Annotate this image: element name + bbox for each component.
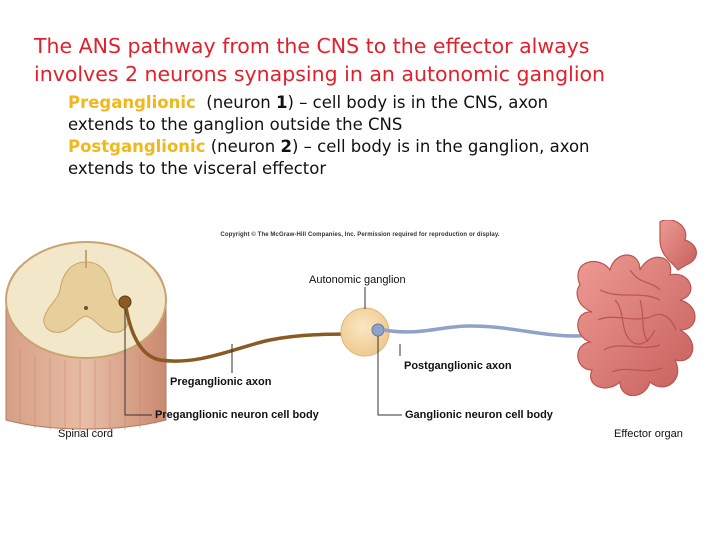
term-postganglionic: Postganglionic <box>68 137 206 156</box>
bullet-2-rest: ) – cell body is in the ganglion, axon <box>291 137 590 156</box>
ans-pathway-diagram <box>5 220 697 432</box>
label-effector-organ: Effector organ <box>614 428 683 440</box>
preganglionic-axon <box>123 301 361 363</box>
bullet-1-continuation: extends to the ganglion outside the CNS <box>68 115 403 134</box>
label-spinal-cord: Spinal cord <box>58 428 114 440</box>
leader-lines <box>124 287 402 416</box>
bullet-2-continuation: extends to the visceral effector <box>68 159 327 178</box>
copyright-notice: Copyright © The McGraw-Hill Companies, I… <box>0 232 720 238</box>
slide-heading: The ANS pathway from the CNS to the effe… <box>34 32 694 88</box>
bullet-1-rest: ) – cell body is in the CNS, axon <box>287 93 549 112</box>
spinal-cord <box>5 241 167 432</box>
term-preganglionic: Preganglionic <box>68 93 196 112</box>
label-autonomic-ganglion: Autonomic ganglion <box>309 274 406 286</box>
bullet-2-prefix: (neuron <box>210 137 281 156</box>
bullet-list: Preganglionic (neuron 1) – cell body is … <box>68 92 708 180</box>
label-postganglionic-axon: Postganglionic axon <box>404 360 512 372</box>
bullet-2-number: 2 <box>280 137 292 156</box>
label-preganglionic-cell-body: Preganglionic neuron cell body <box>155 409 319 421</box>
bullet-1-prefix: (neuron <box>206 93 276 112</box>
label-ganglionic-cell-body: Ganglionic neuron cell body <box>405 409 553 421</box>
label-preganglionic-axon: Preganglionic axon <box>170 376 272 388</box>
bullet-1-number: 1 <box>276 93 288 112</box>
ganglionic-cell-body <box>371 323 385 337</box>
effector-organ-intestine <box>576 220 697 397</box>
bullet-postganglionic: Postganglionic (neuron 2) – cell body is… <box>68 136 708 158</box>
heading-line-2: involves 2 neurons synapsing in an auton… <box>34 62 606 86</box>
heading-line-1: The ANS pathway from the CNS to the effe… <box>34 34 590 58</box>
copyright-text: Copyright © The McGraw-Hill Companies, I… <box>220 232 500 238</box>
bullet-preganglionic: Preganglionic (neuron 1) – cell body is … <box>68 92 708 114</box>
